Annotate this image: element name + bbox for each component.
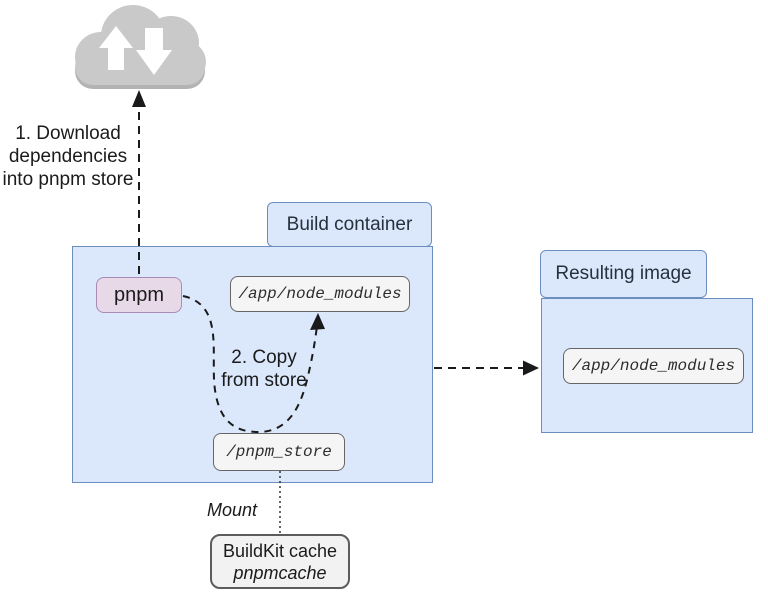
buildkit-cache-node: BuildKit cache pnpmcache <box>210 534 350 589</box>
mount-label: Mount <box>207 500 258 520</box>
pnpm-store-node: /pnpm_store <box>213 433 345 471</box>
container-node-modules-node: /app/node_modules <box>230 276 410 312</box>
step2-annotation: 2. Copy from store <box>221 347 307 391</box>
pnpm-node-label: pnpm <box>113 283 165 306</box>
build-container-tab: Build container <box>267 202 432 247</box>
buildkit-cache-line1: BuildKit cache <box>222 540 338 561</box>
resulting-image-tab: Resulting image <box>540 250 707 298</box>
buildkit-cache-line2: pnpmcache <box>233 562 327 583</box>
cloud-upload-download-icon <box>75 5 206 89</box>
result-node-modules-node: /app/node_modules <box>563 348 744 384</box>
build-container-title: Build container <box>286 213 413 235</box>
container-to-image-arrow <box>434 360 539 376</box>
pnpm-node: pnpm <box>96 277 182 313</box>
result-node-modules-label: /app/node_modules <box>571 357 736 375</box>
upload-arrow-icon <box>99 26 133 70</box>
download-arrow-icon <box>136 28 172 75</box>
resulting-image-title: Resulting image <box>555 263 692 284</box>
pnpm-store-label: /pnpm_store <box>226 443 332 461</box>
container-node-modules-label: /app/node_modules <box>238 285 402 303</box>
cloud-shape <box>75 5 206 89</box>
step1-annotation: 1. Download dependencies into pnpm store <box>2 123 134 190</box>
